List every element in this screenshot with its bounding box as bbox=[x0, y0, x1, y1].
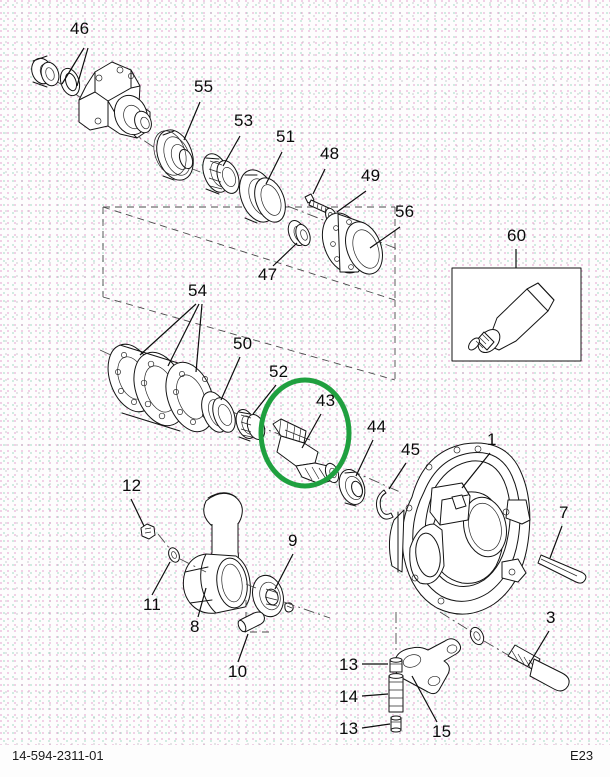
part-3-capscrew bbox=[507, 644, 570, 692]
callout-53: 53 bbox=[234, 111, 254, 130]
part-51-oil-seal bbox=[239, 169, 286, 224]
part-10-roll-pin bbox=[237, 611, 265, 633]
part-14-spring bbox=[388, 673, 404, 713]
callout-45: 45 bbox=[401, 440, 421, 459]
leader-lines bbox=[61, 47, 563, 729]
part-13-plug-upper bbox=[389, 657, 403, 673]
part-1-carrier-housing bbox=[388, 442, 531, 615]
callout-49: 49 bbox=[361, 166, 381, 185]
part-12-nut bbox=[140, 523, 156, 540]
part-55-bearing-cone bbox=[153, 129, 194, 181]
callout-56: 56 bbox=[395, 202, 415, 221]
callout-55: 55 bbox=[194, 77, 214, 96]
callout-60: 60 bbox=[507, 226, 527, 245]
callout-12: 12 bbox=[122, 476, 142, 495]
centerline-cover bbox=[245, 583, 257, 589]
callout-43: 43 bbox=[316, 391, 336, 410]
callout-13-upper: 13 bbox=[339, 655, 359, 674]
callout-9: 9 bbox=[288, 531, 298, 550]
callout-14: 14 bbox=[339, 687, 359, 706]
part-44-bearing bbox=[338, 469, 366, 507]
part-47-spacer bbox=[287, 219, 311, 247]
footer-page-code: E23 bbox=[570, 748, 594, 763]
callout-11: 11 bbox=[143, 595, 162, 614]
callout-52: 52 bbox=[269, 362, 289, 381]
part-45-snap-ring bbox=[376, 489, 394, 520]
centerline-nut-washer bbox=[157, 533, 171, 550]
callout-8: 8 bbox=[190, 617, 200, 636]
centerline-housing-bolt bbox=[439, 611, 473, 633]
callout-1: 1 bbox=[487, 430, 497, 449]
callout-13-lower: 13 bbox=[339, 719, 359, 738]
part-steering-knuckle-casting bbox=[78, 61, 152, 139]
part-54-hub-flanges bbox=[107, 343, 215, 433]
callout-54: 54 bbox=[188, 281, 208, 300]
callout-50: 50 bbox=[233, 334, 253, 353]
part-53-bearing-cup bbox=[202, 153, 240, 195]
callout-15: 15 bbox=[432, 722, 452, 741]
part-7-dowel-pin bbox=[537, 554, 587, 584]
centerline-washer-housing bbox=[179, 558, 207, 573]
callout-10: 10 bbox=[228, 662, 248, 681]
part-46-seal-washer bbox=[31, 55, 81, 97]
part-60-sealant-tube-inset bbox=[451, 267, 582, 362]
alignment-bracket-dashed bbox=[102, 206, 396, 381]
part-15-shift-fork bbox=[393, 638, 462, 695]
footer-part-number: 14-594-2311-01 bbox=[12, 748, 104, 763]
part-50-oil-seal bbox=[201, 391, 236, 433]
part-8-shift-lever-housing bbox=[182, 492, 272, 633]
callout-46: 46 bbox=[70, 19, 90, 38]
part-56-flange-yoke bbox=[321, 212, 383, 275]
callout-48: 48 bbox=[320, 144, 340, 163]
centerline-cover-right bbox=[283, 601, 331, 619]
callout-7: 7 bbox=[559, 503, 569, 522]
part-11-washer bbox=[168, 547, 180, 563]
part-13-plug-lower bbox=[390, 715, 402, 733]
callout-3: 3 bbox=[546, 608, 556, 627]
callout-44: 44 bbox=[367, 417, 387, 436]
callout-47: 47 bbox=[258, 265, 278, 284]
part-9-cover-plate bbox=[252, 574, 294, 618]
centerline-lower-right bbox=[349, 469, 401, 493]
callout-51: 51 bbox=[276, 127, 296, 146]
highlight-ellipse-part-43 bbox=[258, 377, 352, 489]
part-washer-housing-bolt bbox=[469, 626, 485, 646]
centerline-housing-bolt-2 bbox=[483, 640, 509, 656]
